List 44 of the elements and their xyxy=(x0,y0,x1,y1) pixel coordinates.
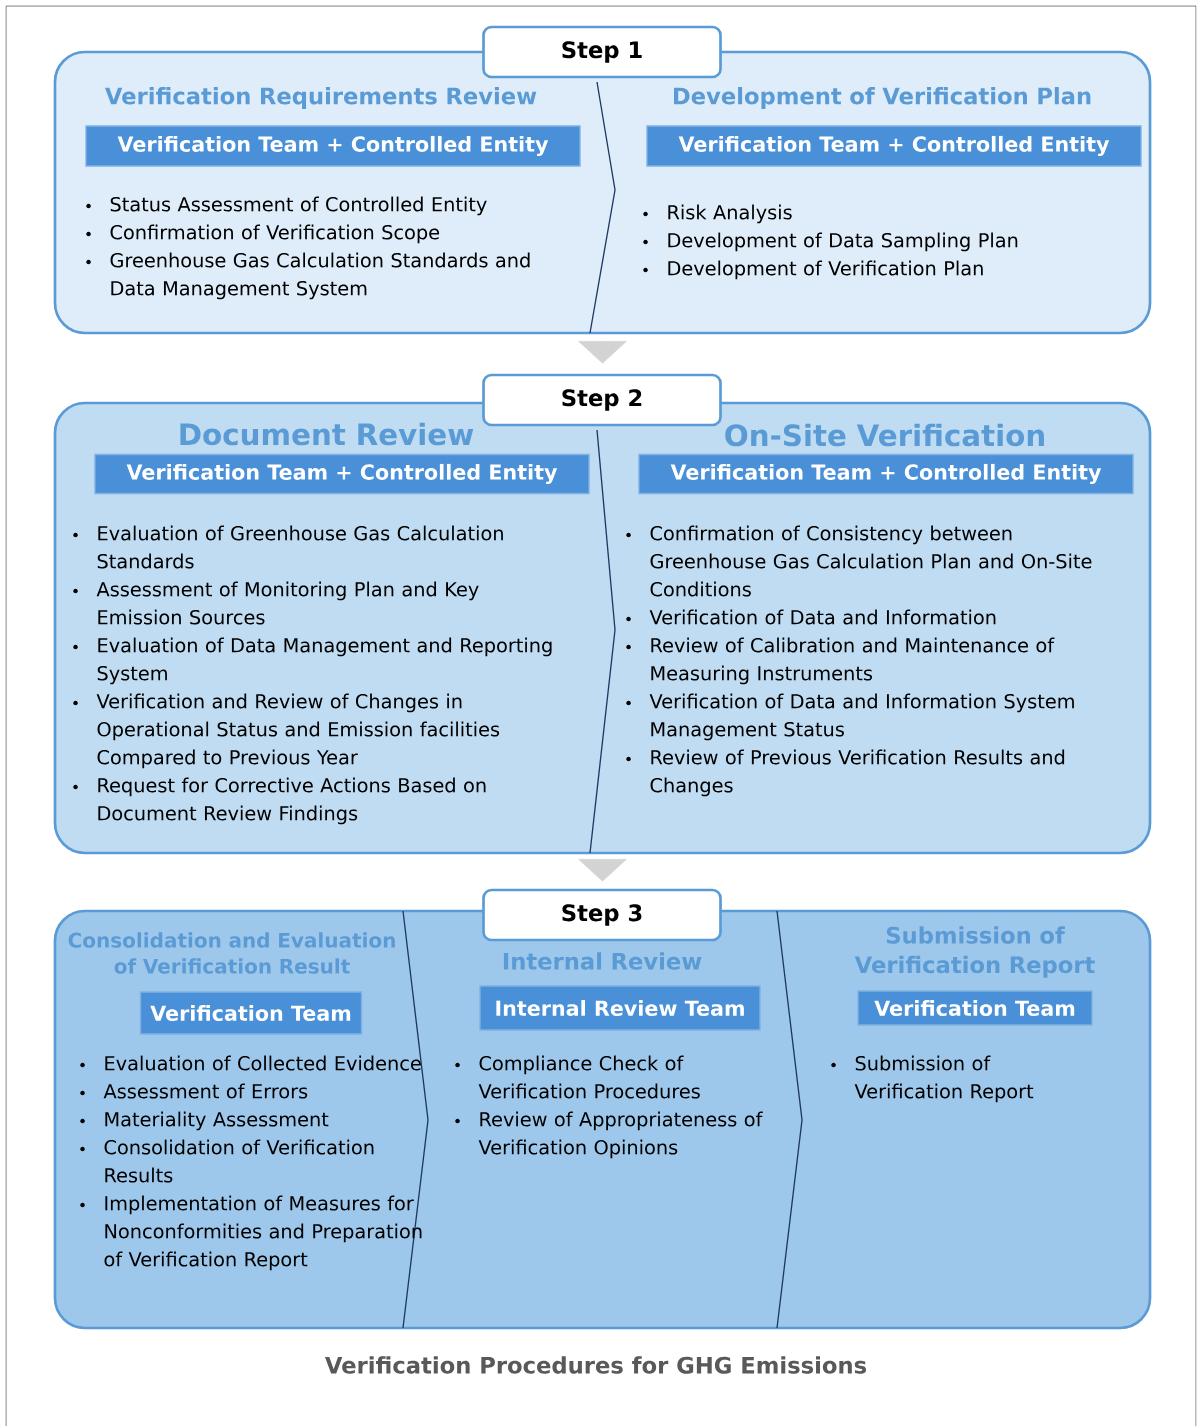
section-heading: On-Site Verification xyxy=(725,423,1044,447)
team-bar: Verification Team xyxy=(857,990,1093,1026)
section-heading: Consolidation and Evaluation of Verification Result xyxy=(68,932,395,974)
team-bar: Verification Team + Controlled Entity xyxy=(646,125,1142,167)
bullet-item: Verification and Review of Changes in Operational Status and Emission facilities Compared to Previous Year xyxy=(73,693,500,769)
bullet-item: Review of Previous Verification Results and Changes xyxy=(626,749,1065,797)
down-arrow xyxy=(578,340,627,364)
section-heading: Document Review xyxy=(180,422,474,446)
bullet-item: Review of Appropriateness of Verification Opinions xyxy=(455,1111,763,1159)
bullet-item: Submission of Verification Report xyxy=(831,1055,1034,1103)
bullet-item: Greenhouse Gas Calculation Standards and Data Management System xyxy=(86,252,530,300)
bullet-item: Development of Verification Plan xyxy=(643,260,983,280)
bullet-item: Confirmation of Consistency between Greenhouse Gas Calculation Plan and On-Site Conditions xyxy=(626,525,1092,597)
section-heading: Verification Requirements Review xyxy=(105,87,537,109)
down-arrow xyxy=(578,858,627,882)
section-heading: Internal Review xyxy=(503,952,702,970)
bullet-item: Assessment of Monitoring Plan and Key Emission Sources xyxy=(73,581,479,625)
bullet-item: Implementation of Measures for Nonconformities and Preparation of Verification Report xyxy=(80,1195,422,1271)
bullet-item: Risk Analysis xyxy=(643,204,792,224)
bullet-item: Consolidation of Verification Results xyxy=(80,1139,374,1183)
section-heading: Development of Verification Plan xyxy=(673,87,1091,109)
team-bar: Verification Team + Controlled Entity xyxy=(638,453,1134,495)
bullet-item: Materiality Assessment xyxy=(80,1111,329,1131)
bullet-item: Evaluation of Collected Evidence xyxy=(80,1055,421,1071)
bullet-item: Evaluation of Greenhouse Gas Calculation Standards xyxy=(73,525,503,569)
bullet-item: Verification of Data and Information System Management Status xyxy=(626,693,1074,741)
step-tab: Step 1 xyxy=(482,25,722,79)
bullet-item: Verification of Data and Information xyxy=(626,609,996,625)
bullet-item: Request for Corrective Actions Based on Document Review Findings xyxy=(73,777,486,825)
bullet-item: Review of Calibration and Maintenance of Measuring Instruments xyxy=(626,637,1055,685)
bullet-item: Evaluation of Data Management and Reporting System xyxy=(73,637,552,685)
team-bar: Verification Team + Controlled Entity xyxy=(85,125,581,167)
step-tab: Step 2 xyxy=(482,373,722,427)
step-tab: Step 3 xyxy=(482,888,722,942)
team-bar: Internal Review Team xyxy=(479,985,761,1031)
caption: Verification Procedures for GHG Emissions xyxy=(325,1356,867,1374)
bullet-item: Assessment of Errors xyxy=(80,1083,308,1099)
section-heading: Submission of Verification Report xyxy=(854,926,1095,978)
team-bar: Verification Team + Controlled Entity xyxy=(94,453,590,495)
team-bar: Verification Team xyxy=(139,991,363,1035)
bullet-item: Confirmation of Verification Scope xyxy=(86,224,440,244)
bullet-item: Compliance Check of Verification Procedures xyxy=(455,1055,700,1099)
bullet-item: Development of Data Sampling Plan xyxy=(643,232,1018,252)
bullet-item: Status Assessment of Controlled Entity xyxy=(86,196,487,216)
